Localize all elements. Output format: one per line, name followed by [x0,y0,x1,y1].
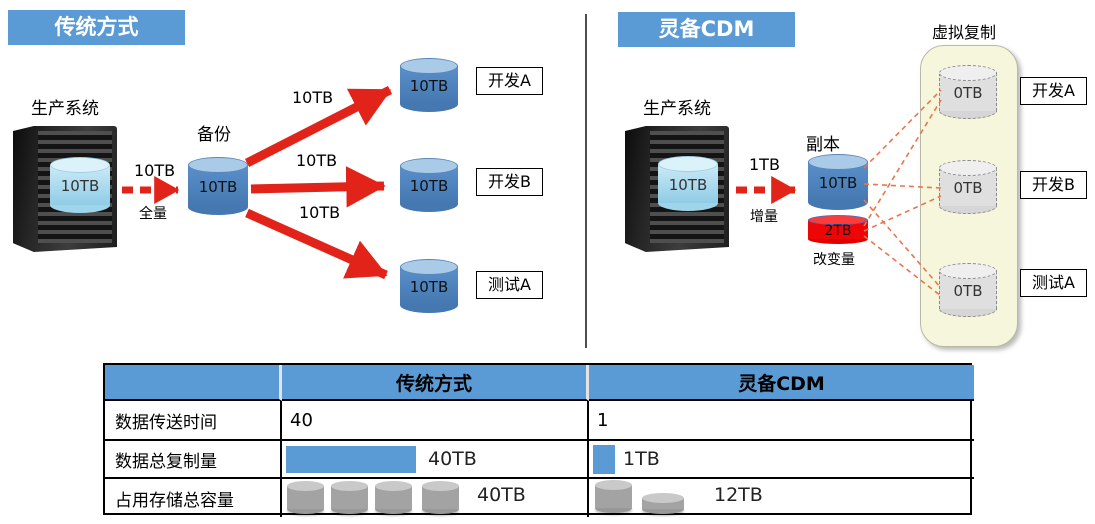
right-source-label: 生产系统 [643,99,711,119]
target-tag-dev-b-left: 开发B [476,168,543,196]
change-cylinder: 2TB [808,215,868,244]
storage-cylinder-icon [375,481,412,514]
copy-volume-value-traditional: 40TB [428,448,477,470]
row-storage-cdm: 12TB [589,479,974,517]
left-production-cylinder: 10TB [50,157,110,213]
backup-label: 备份 [197,125,231,145]
cylinder-dev-a-left: 10TB [400,58,458,112]
storage-cylinders-cdm: 12TB [589,479,974,517]
storage-cylinder-icon-small [642,493,684,514]
virtual-cylinder-dev-a: 0TB [939,65,997,119]
branch-1-transfer-label: 10TB [292,88,334,107]
storage-cylinder-icon [595,480,632,513]
storage-cylinder-icon [331,481,368,514]
panel-divider [585,14,587,348]
backup-cylinder: 10TB [188,157,248,215]
branch-arrow-dev-b [250,166,386,208]
row-transfer-time-traditional: 40 [282,401,589,441]
row-storage-label: 占用存储总容量 [105,479,282,517]
left-source-label: 生产系统 [31,99,99,119]
row-transfer-time-cdm: 1 [589,401,974,441]
target-tag-dev-b-right: 开发B [1020,171,1087,199]
right-transfer-sublabel: 增量 [750,209,778,225]
change-label: 改变量 [813,252,855,268]
left-panel-title: 传统方式 [8,10,185,45]
target-tag-dev-a-left: 开发A [476,67,543,95]
row-copy-volume-label: 数据总复制量 [105,441,282,479]
copy-volume-bar-cdm [593,444,615,474]
target-tag-test-a-left: 测试A [476,271,543,299]
right-transfer-label: 1TB [749,155,780,174]
table-header-traditional: 传统方式 [282,365,589,401]
left-transfer-label: 10TB [134,161,176,180]
table-header-cdm: 灵备CDM [589,365,974,401]
left-transfer-sublabel: 全量 [139,206,167,222]
branch-arrow-test-a [245,208,388,280]
virtual-group-title: 虚拟复制 [932,23,997,42]
row-copy-volume-traditional: 40TB [282,441,589,479]
row-copy-volume-cdm: 1TB [589,441,974,479]
copy-volume-value-cdm: 1TB [623,448,660,470]
row-storage-traditional: 40TB [282,479,589,517]
storage-cylinder-icon [287,481,324,514]
row-transfer-time-label: 数据传送时间 [105,401,282,441]
branch-3-transfer-label: 10TB [299,203,341,222]
target-tag-dev-a-right: 开发A [1020,77,1087,105]
table-header-empty [105,365,282,401]
storage-value-traditional: 40TB [477,484,526,506]
copy-volume-bar-traditional [286,445,416,473]
cylinder-dev-b-left: 10TB [400,158,458,212]
storage-value-cdm: 12TB [714,484,763,506]
right-panel-title: 灵备CDM [618,12,795,47]
branch-2-transfer-label: 10TB [296,151,338,170]
comparison-table: 传统方式 灵备CDM 数据传送时间 40 1 数据总复制量 40TB 1TB 占… [103,363,974,517]
virtual-cylinder-dev-b: 0TB [939,160,997,214]
storage-cylinders-traditional: 40TB [282,479,587,517]
storage-cylinder-icon [422,481,459,514]
virtual-cylinder-test-a: 0TB [939,263,997,317]
cylinder-test-a-left: 10TB [400,259,458,313]
replica-cylinder: 10TB [808,154,868,210]
right-production-cylinder: 10TB [658,156,718,211]
replica-label: 副本 [806,135,840,155]
target-tag-test-a-right: 测试A [1020,269,1087,297]
